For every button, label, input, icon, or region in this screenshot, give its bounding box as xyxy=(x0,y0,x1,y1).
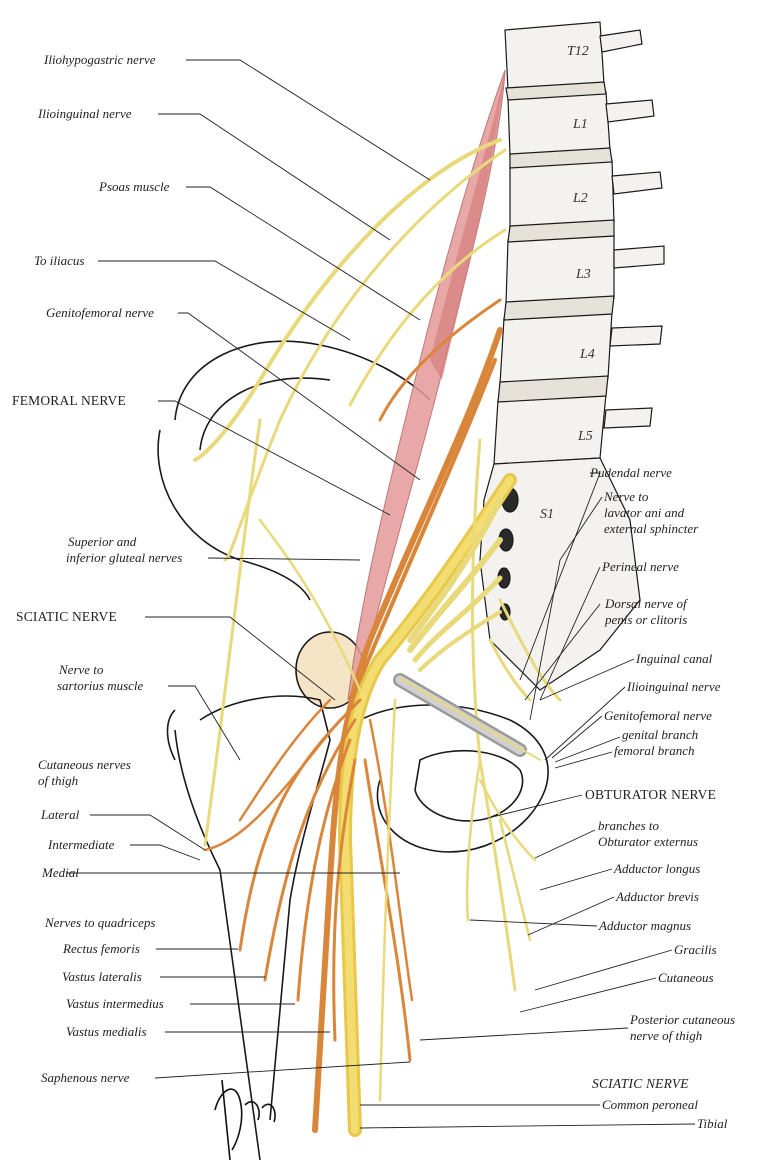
label-iliohypogastric-nerve: Iliohypogastric nerve xyxy=(44,52,156,67)
label-dorsal-nerve-line1: Dorsal nerve of xyxy=(605,596,687,611)
label-cutaneous-right: Cutaneous xyxy=(658,970,714,985)
label-cutaneous-nerves-line2: of thigh xyxy=(38,773,79,788)
vertebra-label: L1 xyxy=(572,117,588,132)
label-nerve-to-sartorius-line1: Nerve to xyxy=(59,662,104,677)
label-branches-to-line2: Obturator externus xyxy=(598,834,699,849)
label-nerve-to-levator-line2: lavator ani and xyxy=(604,505,685,520)
label-to-iliacus: To iliacus xyxy=(34,253,85,268)
label-ilioinguinal-nerve-right: Ilioinguinal nerve xyxy=(627,679,721,694)
label-gluteal-nerves-line1: Superior and xyxy=(68,534,137,549)
label-inguinal-canal: Inguinal canal xyxy=(636,651,713,666)
disc xyxy=(503,295,615,321)
vertebra-label: L3 xyxy=(575,267,591,282)
label-perineal-nerve: Perineal nerve xyxy=(602,559,679,574)
label-posterior-cutaneous-line1: Posterior cutaneous xyxy=(630,1012,736,1027)
vertebra-label: L2 xyxy=(572,191,588,206)
label-branches-to-line1: branches to xyxy=(598,818,660,833)
vertebra-l4 xyxy=(499,311,613,385)
label-femoral-nerve: FEMORAL NERVE xyxy=(12,393,126,408)
label-sciatic-nerve-left: SCIATIC NERVE xyxy=(16,609,117,624)
label-nerve-to-levator-line3: external sphincter xyxy=(604,521,699,536)
label-posterior-cutaneous-line2: nerve of thigh xyxy=(630,1028,703,1043)
vertebra-t12 xyxy=(504,21,605,91)
label-gluteal-nerves-line2: inferior gluteal nerves xyxy=(66,550,183,565)
label-genitofemoral-nerve-right: Genitofemoral nerve xyxy=(604,708,712,723)
nerve-plexus xyxy=(193,138,562,1137)
label-pudendal-nerve: Pudendal nerve xyxy=(590,465,672,480)
label-ilioinguinal-nerve: Ilioinguinal nerve xyxy=(38,106,132,121)
vertebra-label: S1 xyxy=(540,507,554,522)
label-sciatic-nerve-right: SCIATIC NERVE xyxy=(592,1076,689,1091)
vertebra-label: L5 xyxy=(577,429,593,444)
vertebra-l1 xyxy=(507,91,611,157)
label-rectus-femoris: Rectus femoris xyxy=(63,941,140,956)
label-adductor-longus: Adductor longus xyxy=(614,861,701,876)
label-adductor-magnus: Adductor magnus xyxy=(599,918,692,933)
label-vastus-medialis: Vastus medialis xyxy=(66,1024,147,1039)
label-genital-branch: genital branch xyxy=(622,727,699,742)
label-genitofemoral-nerve: Genitofemoral nerve xyxy=(46,305,154,320)
disc xyxy=(505,81,607,101)
artist-signature xyxy=(214,1079,276,1161)
label-vastus-intermedius: Vastus intermedius xyxy=(66,996,164,1011)
vertebra-label: L4 xyxy=(579,347,595,362)
label-saphenous-nerve: Saphenous nerve xyxy=(41,1070,130,1085)
leader-lines xyxy=(66,59,696,1129)
label-femoral-branch: femoral branch xyxy=(614,743,695,758)
vertebra-label: T12 xyxy=(567,44,589,59)
femur xyxy=(199,695,331,1121)
label-nerves-to-quadriceps: Nerves to quadriceps xyxy=(45,915,156,930)
label-common-peroneal: Common peroneal xyxy=(602,1097,698,1112)
label-lateral: Lateral xyxy=(41,807,80,822)
label-vastus-lateralis: Vastus lateralis xyxy=(62,969,142,984)
disc xyxy=(497,375,609,403)
label-psoas-muscle: Psoas muscle xyxy=(99,179,170,194)
label-obturator-nerve: OBTURATOR NERVE xyxy=(585,787,717,802)
disc xyxy=(507,219,615,243)
label-nerve-to-sartorius-line2: sartorius muscle xyxy=(57,678,144,693)
label-intermediate: Intermediate xyxy=(48,837,115,852)
label-medial: Medial xyxy=(42,865,79,880)
label-nerve-to-levator-line1: Nerve to xyxy=(604,489,649,504)
label-tibial: Tibial xyxy=(697,1116,728,1131)
label-cutaneous-nerves-line1: Cutaneous nerves xyxy=(38,757,131,772)
label-gracilis: Gracilis xyxy=(674,942,717,957)
vertebra-l2 xyxy=(509,159,615,229)
label-dorsal-nerve-line2: penis or clitoris xyxy=(605,612,688,627)
label-adductor-brevis: Adductor brevis xyxy=(616,889,699,904)
lumbar-spine xyxy=(479,21,665,691)
vertebra-l3 xyxy=(505,233,615,305)
disc xyxy=(509,147,613,169)
